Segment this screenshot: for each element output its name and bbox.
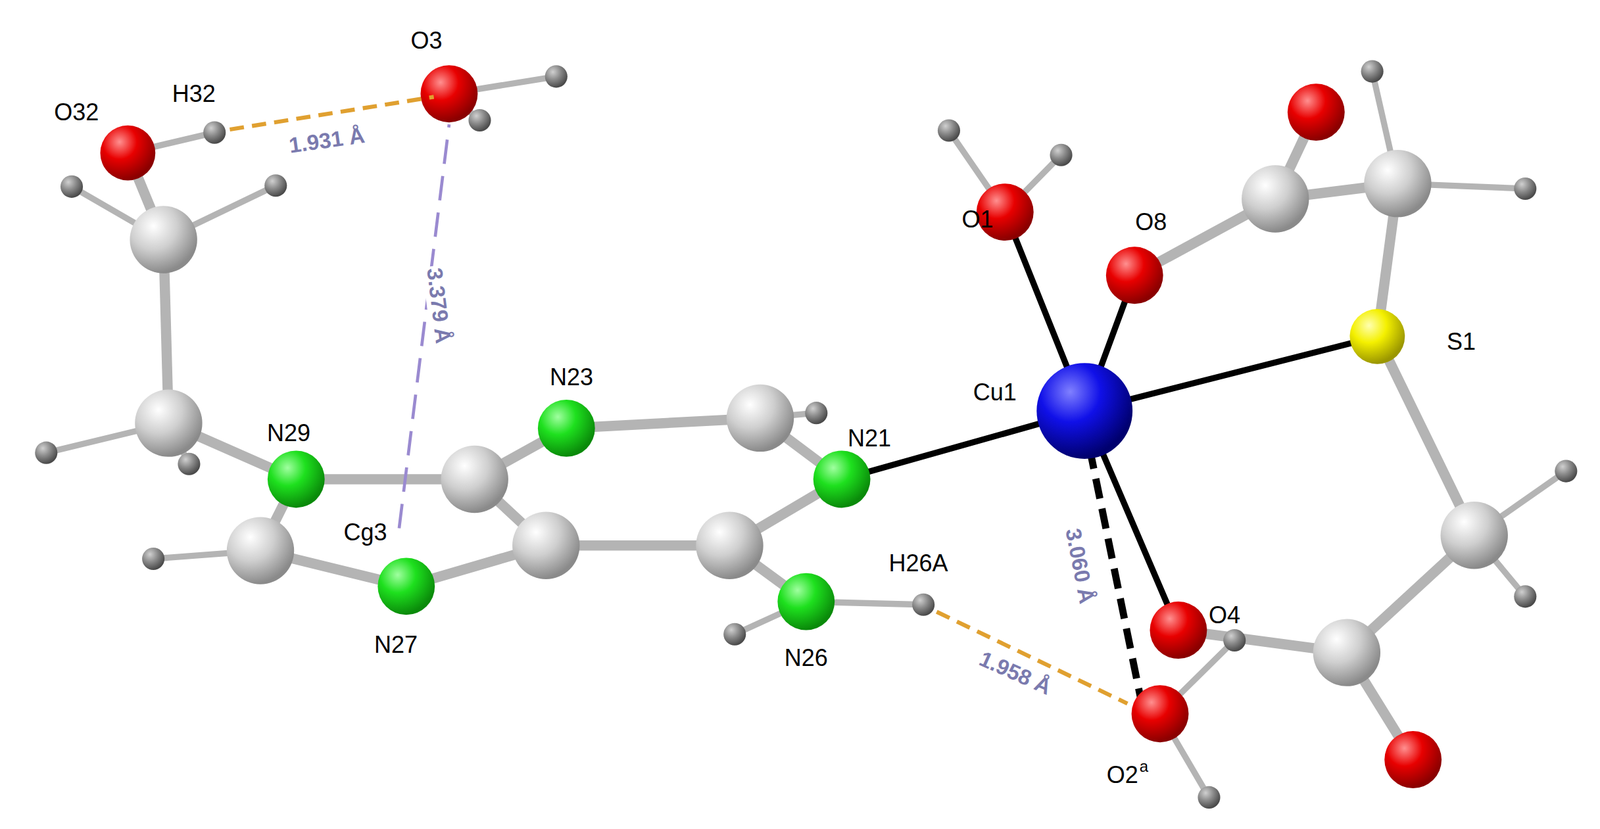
distance-label: 1.958 Å [973,646,1057,702]
distance-label: 3.060 Å [1060,524,1099,608]
atom-label: O3 [411,27,443,54]
atom-label: O32 [53,99,99,126]
atom-label: O1 [961,206,994,233]
atom-label: H32 [172,80,216,108]
atom-label: N27 [374,631,418,659]
distance-label: 3.379 Å [422,265,456,348]
atom-label: O2 [1106,762,1139,789]
atom-label: N29 [266,420,311,448]
atom-label: O8 [1135,209,1167,236]
atom-label: O4 [1208,602,1241,629]
superscript-label: a [1139,758,1149,776]
atom-label: S1 [1446,328,1476,356]
distance-label: 1.931 Å [285,123,368,159]
atom-label: H26A [888,550,948,577]
atom-label: Cu1 [973,380,1017,407]
atom-label: N21 [847,425,892,452]
atom-label: N23 [549,364,594,391]
atom-label: Cg3 [343,519,387,546]
atom-label: N26 [784,645,828,672]
